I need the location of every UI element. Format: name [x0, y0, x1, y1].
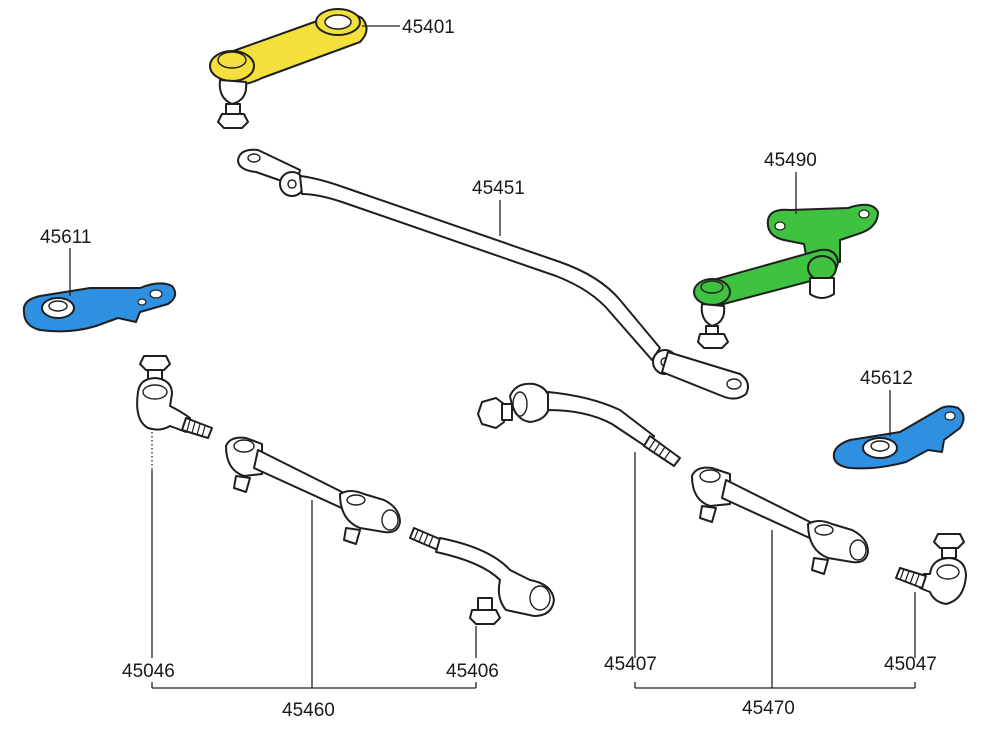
bracket-right-plate [832, 405, 965, 470]
label-pitman-arm: 45401 [402, 17, 455, 38]
bracket-left-plate [22, 282, 177, 333]
pitman-arm-castle-nut [217, 113, 249, 129]
label-tie-rod-assy-right: 45470 [742, 698, 795, 719]
relay-rod [237, 148, 749, 400]
label-idler-arm: 45490 [764, 150, 817, 171]
label-relay-rod: 45451 [472, 178, 525, 199]
pitman-arm-spline-hole [324, 14, 352, 30]
pitman-arm [209, 8, 368, 129]
label-tie-rod-end-right-outer: 45047 [884, 654, 937, 675]
bracket-right [832, 405, 965, 470]
label-tie-rod-assy-left: 45460 [282, 700, 335, 721]
relay-rod-tube [299, 175, 661, 361]
tie-rod-end-right-inner [477, 382, 681, 467]
label-tie-rod-end-left-outer: 45046 [122, 661, 175, 682]
idler-arm-castle-nut [697, 333, 729, 349]
tie-rod-left-tube [253, 449, 351, 511]
castle-nut-bottom [469, 609, 501, 625]
leader-lines [69, 25, 916, 689]
label-bracket-right: 45612 [860, 368, 913, 389]
tie-rod-end-right-outer [895, 533, 967, 605]
bracket-left [22, 282, 177, 333]
tie-rod-right-tube [721, 479, 819, 541]
part-labels: 45401 45451 45490 45611 45612 45046 4540… [40, 17, 937, 721]
tie-rod-assy-left [225, 436, 401, 545]
label-tie-rod-end-right-inner: 45407 [604, 654, 657, 675]
tie-rod-end-right-inner-arm [547, 391, 655, 449]
tie-rod-end-left-outer [136, 355, 213, 439]
label-tie-rod-end-left-inner: 45406 [446, 661, 499, 682]
tie-rod-end-left-inner [409, 527, 555, 625]
pitman-arm-ball-housing [209, 50, 255, 82]
label-bracket-left: 45611 [40, 227, 91, 248]
idler-arm-bracket [766, 203, 879, 267]
castle-nut-top [139, 355, 171, 371]
idler-arm [693, 203, 879, 349]
tie-rod-assy-right [691, 466, 869, 575]
